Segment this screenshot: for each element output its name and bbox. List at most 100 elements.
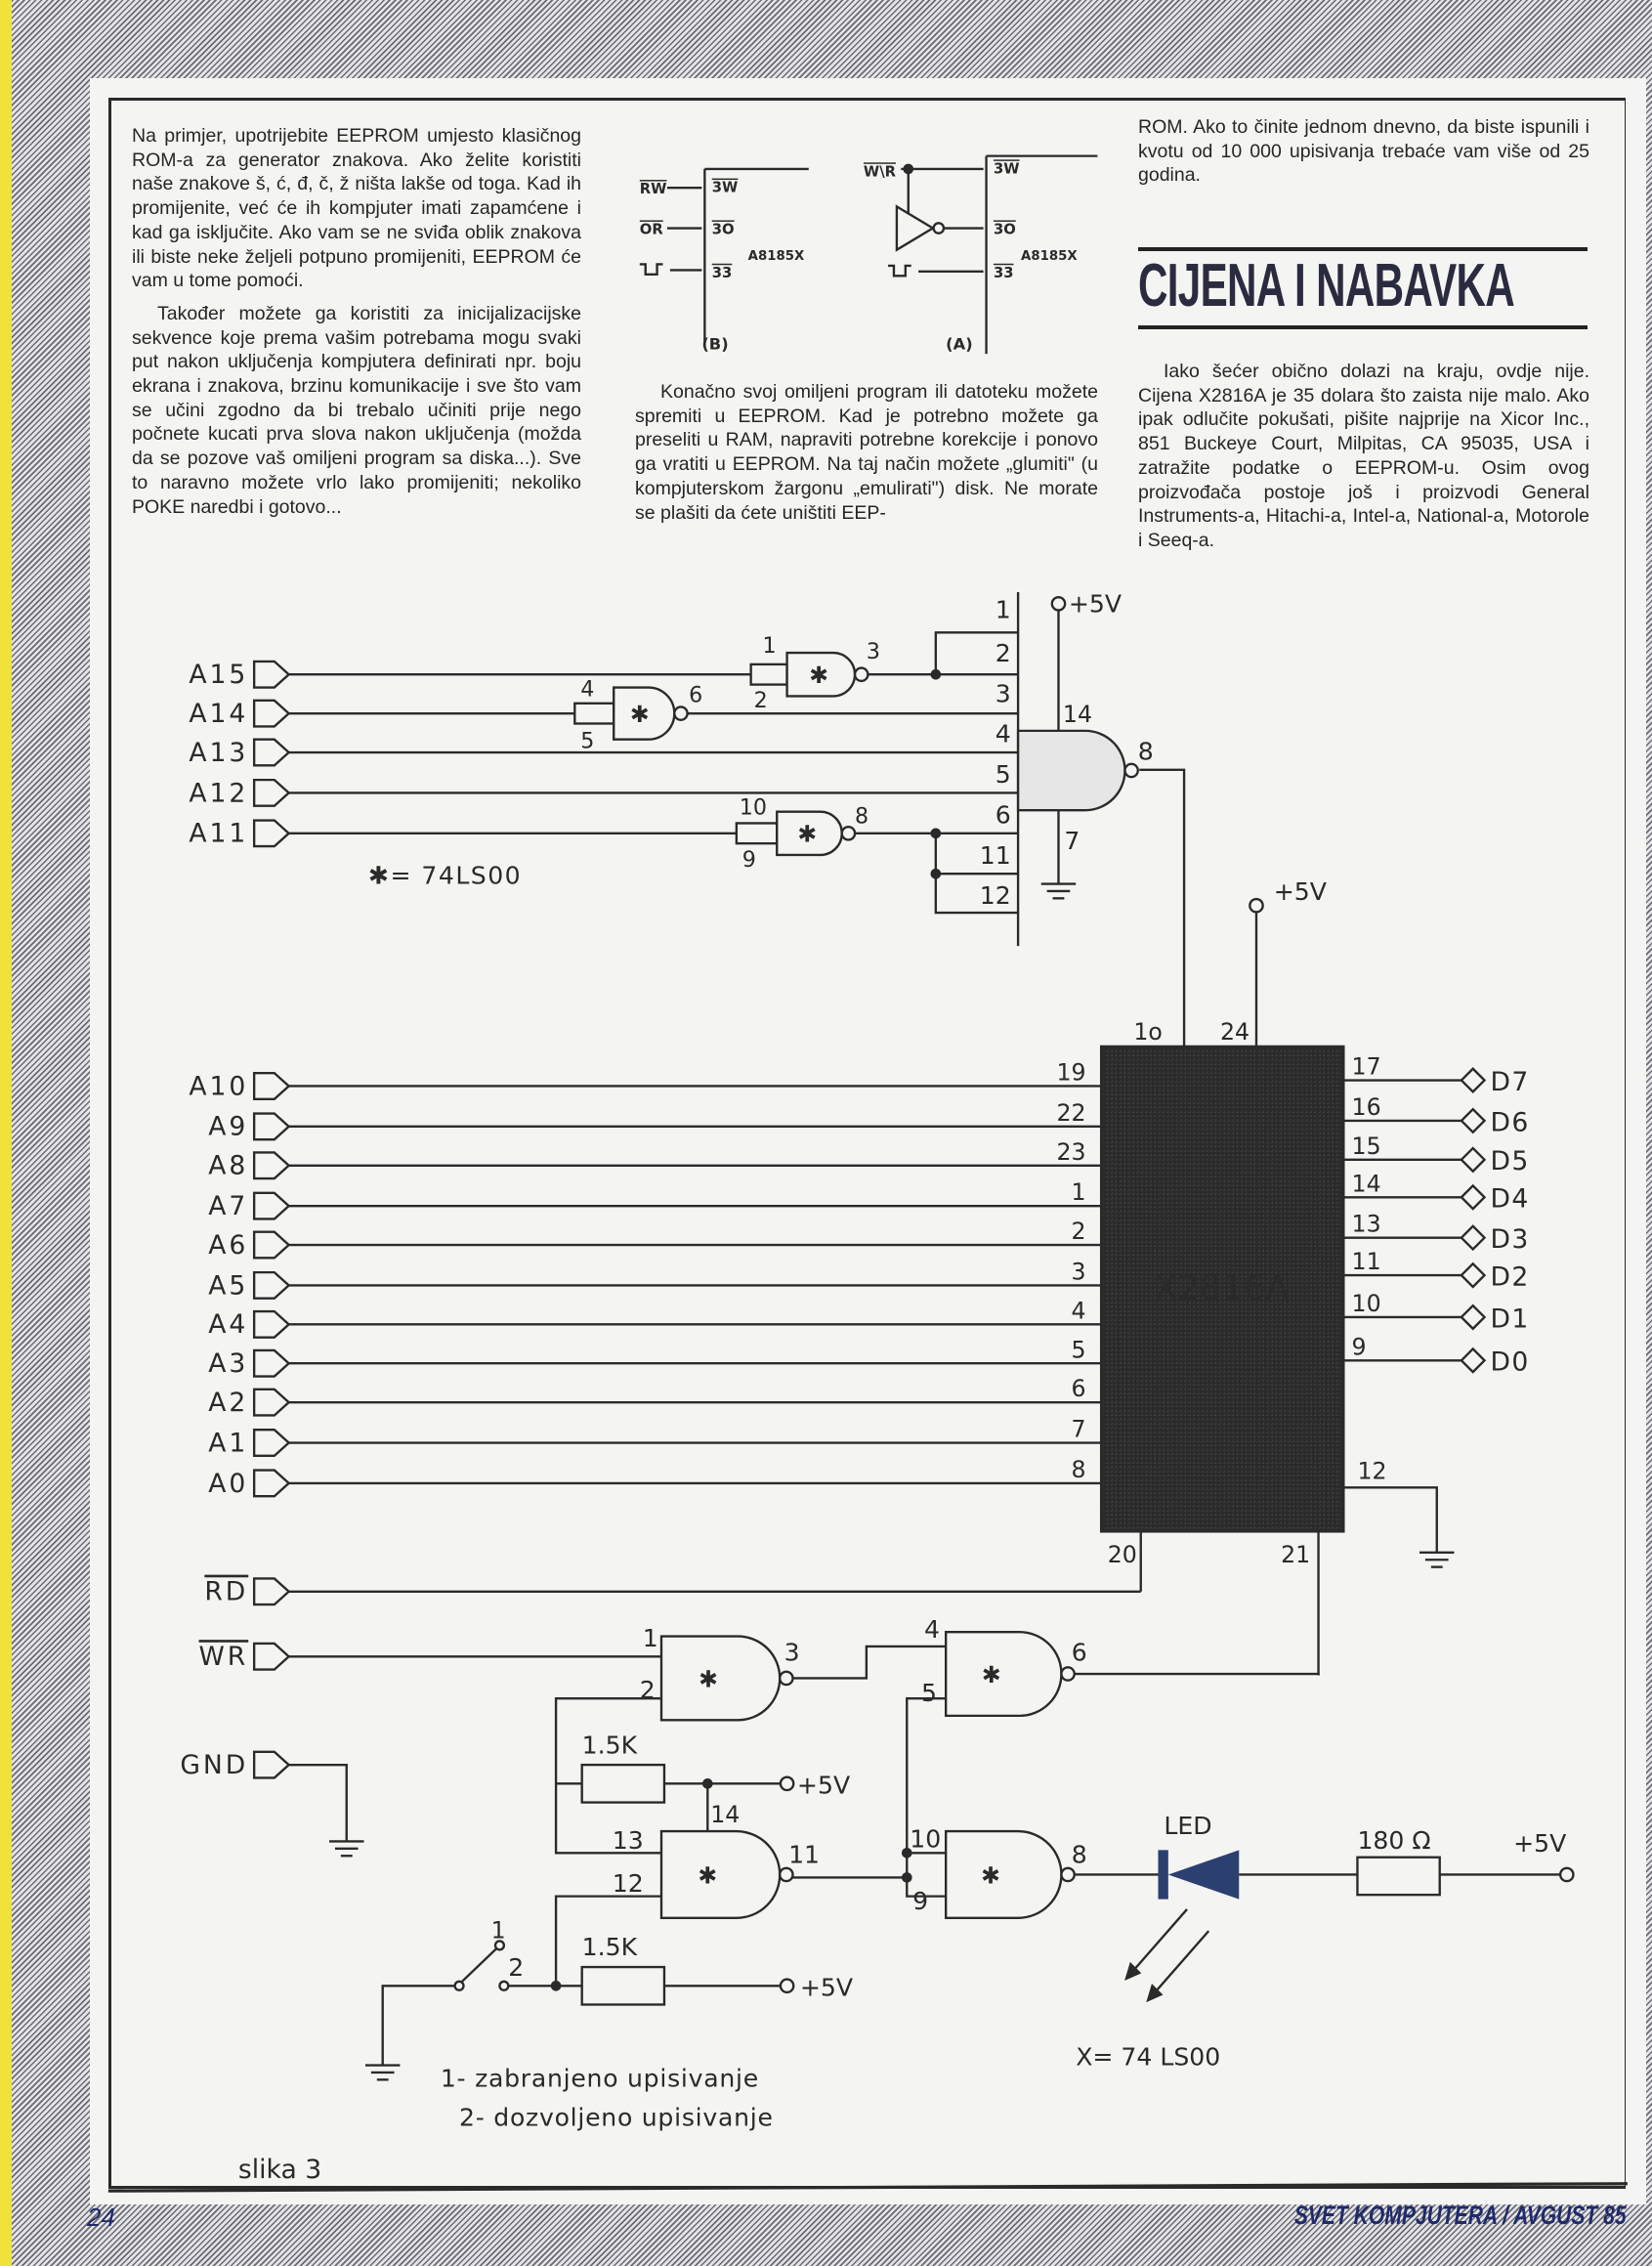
switch-terminal-icon bbox=[493, 1940, 506, 1951]
pulse-icon bbox=[639, 263, 663, 277]
figure-caption: slika 3 bbox=[238, 2155, 321, 2185]
switch-blade-icon bbox=[461, 1946, 498, 1983]
resistor-label: 1.5K bbox=[582, 1933, 638, 1961]
pin-label: 2 bbox=[1072, 1218, 1086, 1245]
gate-legend: ✱= 74LS00 bbox=[368, 862, 522, 890]
signal-label: D3 bbox=[1490, 1224, 1529, 1255]
inverter-bubble-icon bbox=[779, 1670, 794, 1687]
pin-label: 6 bbox=[689, 682, 702, 707]
heading-rule-top bbox=[1138, 247, 1588, 251]
output-connector-icon bbox=[1460, 1067, 1487, 1094]
output-connector-icon bbox=[1460, 1347, 1487, 1374]
gate-mark: ✱ bbox=[797, 821, 817, 848]
signal-label: A7 bbox=[208, 1191, 248, 1221]
pin-label: 11 bbox=[788, 1841, 820, 1869]
gate-mark: ✱ bbox=[981, 1861, 1000, 1889]
signal-label: D4 bbox=[1490, 1184, 1529, 1215]
terminal-icon bbox=[1558, 1866, 1575, 1883]
pin-label: 2 bbox=[754, 688, 768, 713]
output-connector-icon bbox=[1460, 1183, 1487, 1211]
pin-label: 12 bbox=[1357, 1457, 1386, 1484]
pin-label: 4 bbox=[995, 720, 1011, 748]
signal-label: WR bbox=[199, 1642, 249, 1672]
input-connector-icon bbox=[252, 1348, 291, 1378]
signal-label: A15 bbox=[189, 660, 248, 690]
signal-label: D2 bbox=[1490, 1261, 1529, 1292]
pin-label: 33 bbox=[712, 265, 733, 281]
pulse-icon bbox=[888, 264, 911, 278]
terminal-icon bbox=[779, 1775, 795, 1792]
signal-label: A9 bbox=[208, 1112, 248, 1142]
input-connector-icon bbox=[252, 1642, 291, 1671]
switch-legend: 2- dozvoljeno upisivanje bbox=[459, 2104, 774, 2132]
wire bbox=[1074, 1672, 1320, 1676]
signal-label: RD bbox=[204, 1577, 248, 1607]
inverter-bubble-icon bbox=[1123, 762, 1139, 779]
nand-gate bbox=[659, 1829, 782, 1919]
switch-terminal-icon bbox=[453, 1980, 465, 1991]
chip-name: X2816A bbox=[1154, 1268, 1290, 1308]
pin-label: 17 bbox=[1352, 1053, 1381, 1081]
pin-label: 1 bbox=[1072, 1178, 1086, 1206]
nand-gate bbox=[945, 1829, 1063, 1919]
pin-label: 3W bbox=[994, 160, 1020, 177]
output-connector-icon bbox=[1460, 1304, 1487, 1331]
signal-label: A11 bbox=[189, 819, 248, 849]
input-connector-icon bbox=[252, 1577, 291, 1606]
gate-mark: ✱ bbox=[809, 662, 828, 689]
wire bbox=[934, 631, 1019, 675]
page-number: 24 bbox=[87, 2202, 115, 2232]
signal-label: D6 bbox=[1490, 1107, 1529, 1137]
wire bbox=[288, 1763, 348, 1842]
wire bbox=[906, 1696, 947, 1898]
pin-label: 2 bbox=[508, 1953, 524, 1982]
terminal-icon bbox=[1050, 595, 1067, 612]
signal-label: A2 bbox=[208, 1388, 248, 1418]
input-tie bbox=[749, 663, 788, 686]
input-connector-icon bbox=[252, 660, 291, 689]
pin-label: 4 bbox=[580, 676, 594, 702]
paragraph: Također možete ga koristiti za inicijali… bbox=[132, 302, 581, 518]
switch-legend: 1- zabranjeno upisivanje bbox=[441, 2065, 759, 2093]
input-connector-icon bbox=[252, 1429, 291, 1458]
signal-label: GND bbox=[180, 1750, 248, 1780]
pin-label: 8 bbox=[1138, 737, 1154, 765]
signal-label: OR bbox=[640, 221, 664, 237]
pin-label: 8 bbox=[1072, 1456, 1086, 1483]
junction-dot bbox=[901, 1847, 912, 1859]
terminal-icon bbox=[779, 1978, 795, 1994]
inverter-icon bbox=[895, 204, 936, 252]
output-connector-icon bbox=[1460, 1146, 1487, 1174]
pin-label: 14 bbox=[1063, 701, 1092, 728]
led-cathode-icon bbox=[1158, 1850, 1168, 1900]
output-connector-icon bbox=[1460, 1224, 1487, 1252]
vcc-label: +5V bbox=[800, 1974, 853, 2002]
pin-label: 1o bbox=[1133, 1018, 1163, 1046]
pin-label: 5 bbox=[995, 760, 1011, 789]
pin-label: 33 bbox=[994, 265, 1014, 281]
magazine-page bbox=[90, 78, 1646, 2204]
pin-label: 2 bbox=[640, 1676, 656, 1704]
input-connector-icon bbox=[252, 1151, 291, 1180]
column-3-intro: ROM. Ako to činite jednom dnevno, da bis… bbox=[1138, 115, 1589, 196]
input-connector-icon bbox=[252, 1388, 291, 1417]
paragraph: ROM. Ako to činite jednom dnevno, da bis… bbox=[1138, 116, 1589, 187]
inverter-bubble-icon bbox=[1060, 1666, 1076, 1682]
signal-label: RW bbox=[640, 181, 667, 197]
chip-label: A8185X bbox=[748, 249, 805, 264]
input-connector-icon bbox=[252, 1191, 291, 1220]
signal-label: D1 bbox=[1490, 1304, 1529, 1334]
resistor-label: 1.5K bbox=[582, 1731, 638, 1759]
input-tie bbox=[735, 822, 779, 845]
section-heading: CIJENA I NABAVKA bbox=[1138, 252, 1515, 320]
pin-label: 13 bbox=[613, 1826, 644, 1855]
magazine-footer: SVET KOMPJUTERA / AVGUST 85 bbox=[1294, 2201, 1627, 2230]
pin-label: 7 bbox=[1064, 827, 1080, 855]
pin-label: 6 bbox=[1072, 1375, 1086, 1402]
pin-label: 3 bbox=[1072, 1259, 1086, 1286]
pin-label: 5 bbox=[580, 729, 594, 754]
signal-label: D7 bbox=[1490, 1067, 1529, 1097]
paragraph: Iako šećer obično dolazi na kraju, ovdje… bbox=[1138, 361, 1589, 551]
pin-label: 22 bbox=[1057, 1099, 1086, 1127]
